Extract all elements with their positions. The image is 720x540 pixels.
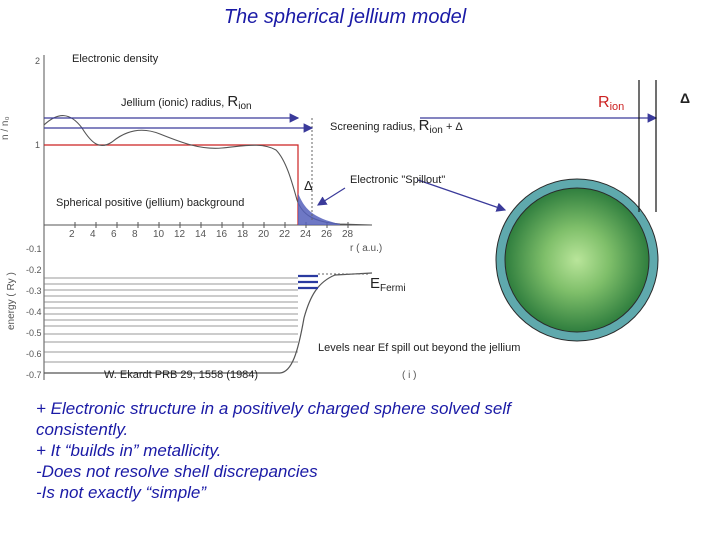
x-tick-label: 24 <box>300 229 312 240</box>
jellium-radius-label: Jellium (ionic) radius, Rion <box>121 93 252 112</box>
electron-density-curve <box>43 115 373 226</box>
density-axis-label: n / n₀ <box>0 116 11 140</box>
energy-tick-label: -0.1 <box>26 244 42 254</box>
x-axis-ticks <box>74 222 349 228</box>
bullet-line-5: -Is not exactly “simple” <box>36 483 207 502</box>
spillout-arrow <box>316 187 346 206</box>
fermi-levels <box>298 274 318 290</box>
spillout-label: Electronic "Spillout" <box>350 174 446 186</box>
bullet-line-4: -Does not resolve shell discrepancies <box>36 462 318 481</box>
bullet-line-1: + Electronic structure in a positively c… <box>36 399 511 418</box>
screening-text: Screening radius, <box>330 121 419 133</box>
energy-tick-label: -0.5 <box>26 328 42 338</box>
jellium-radius-text: Jellium (ionic) radius, <box>121 97 228 109</box>
energy-tick-label: -0.3 <box>26 286 42 296</box>
jellium-radius-symbol: R <box>227 93 239 110</box>
energy-tick-label: -0.6 <box>26 349 42 359</box>
energy-tick-label: -0.7 <box>26 370 42 380</box>
x-tick-label: 26 <box>321 229 333 240</box>
jellium-radius-subscript: ion <box>238 101 252 112</box>
x-tick-label: 20 <box>258 229 270 240</box>
x-tick-label: 14 <box>195 229 207 240</box>
electronic-density-label: Electronic density <box>72 53 159 65</box>
delta-label: Δ <box>304 178 313 193</box>
x-axis-label: r ( a.u.) <box>350 243 383 254</box>
reference-label: W. Ekardt PRB 29, 1558 (1984) <box>104 369 259 381</box>
sphere-radius-label: Rion <box>598 94 624 113</box>
x-tick-label: 8 <box>132 229 138 240</box>
background-label: Spherical positive (jellium) background <box>56 197 245 209</box>
screening-plus-delta: + Δ <box>445 121 463 133</box>
x-tick-label: 22 <box>279 229 291 240</box>
sphere-radius-subscript: ion <box>609 101 625 113</box>
sphere-radius-symbol: R <box>598 94 610 111</box>
x-tick-label: 28 <box>342 229 354 240</box>
x-tick-label: 2 <box>69 229 75 240</box>
x-tick-label: 4 <box>90 229 96 240</box>
x-tick-label: 18 <box>237 229 249 240</box>
jellium-step-line <box>44 144 299 225</box>
sphere-pointer-arrow <box>417 179 507 212</box>
bullet-list: + Electronic structure in a positively c… <box>36 398 676 503</box>
panel-marker: ( i ) <box>402 370 417 381</box>
density-tick-label: 1 <box>35 140 41 150</box>
x-tick-label: 16 <box>216 229 228 240</box>
page-title: The spherical jellium model <box>223 6 467 28</box>
screening-radius-label: Screening radius, Rion + Δ <box>330 117 463 136</box>
x-tick-label: 12 <box>174 229 186 240</box>
energy-levels <box>44 277 298 363</box>
density-tick-label: 2 <box>35 56 41 66</box>
spillout-region <box>298 193 340 225</box>
efermi-symbol: E <box>370 275 381 292</box>
sphere-inner-core <box>504 187 650 333</box>
bullet-line-3: + It “builds in” metallicity. <box>36 441 222 460</box>
screening-subscript: ion <box>429 125 443 136</box>
jellium-sphere <box>495 178 659 342</box>
bullet-line-2: consistently. <box>36 420 129 439</box>
energy-tick-label: -0.4 <box>26 307 42 317</box>
x-tick-label: 10 <box>153 229 165 240</box>
energy-axis-label: energy ( Ry ) <box>6 272 17 330</box>
screening-symbol: R <box>418 117 430 134</box>
energy-tick-label: -0.2 <box>26 265 42 275</box>
jellium-figure <box>43 55 659 380</box>
levels-note-label: Levels near Ef spill out beyond the jell… <box>318 342 521 354</box>
sphere-radius-bracket <box>638 80 657 212</box>
sphere-delta-label: Δ <box>680 90 691 106</box>
efermi-label: EFermi <box>370 275 406 294</box>
efermi-subscript: Fermi <box>380 283 406 294</box>
potential-curve <box>44 272 373 374</box>
x-tick-label: 6 <box>111 229 117 240</box>
annotation-arrows <box>44 113 658 212</box>
